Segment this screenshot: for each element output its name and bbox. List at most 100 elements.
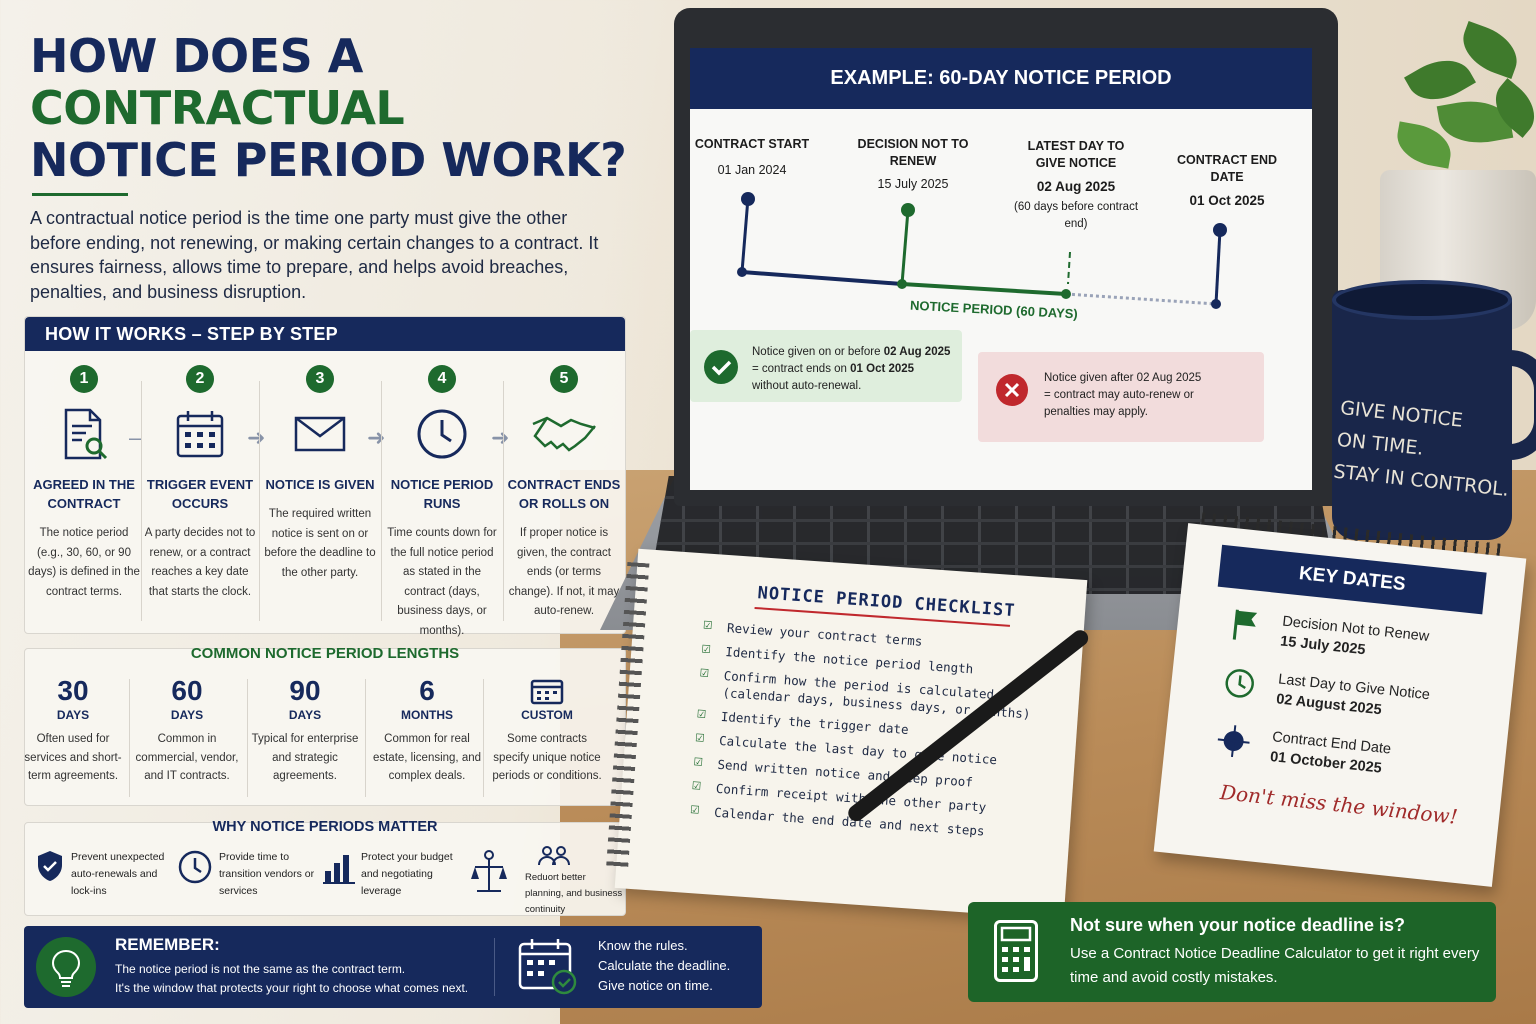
people-icon: [537, 845, 571, 870]
divider: [381, 381, 382, 621]
coffee-mug-rim: [1332, 280, 1512, 320]
step-number: 3: [306, 365, 334, 393]
step-number: 4: [428, 365, 456, 393]
good-outcome-text: Notice given on or before 02 Aug 2025 = …: [752, 344, 956, 395]
remember-line-2: It's the window that protects your right…: [115, 981, 469, 995]
title-line-1: HOW DOES A: [30, 29, 363, 83]
page-title: HOW DOES A CONTRACTUAL NOTICE PERIOD WOR…: [30, 29, 627, 187]
length-unit: CUSTOM: [521, 708, 573, 722]
clock-icon: [1222, 665, 1258, 705]
clock-icon: [177, 849, 213, 890]
coffee-mug: [1332, 290, 1512, 540]
title-line-3: NOTICE PERIOD WORK?: [30, 133, 627, 187]
good-outcome-box: Notice given on or before 02 Aug 2025 = …: [690, 330, 962, 402]
timeline-label-end: CONTRACT END DATE 01 Oct 2025: [1172, 152, 1282, 209]
timeline-graphic: [737, 192, 1227, 309]
timeline-title: CONTRACT START: [694, 137, 810, 151]
step-number: 5: [550, 365, 578, 393]
divider: [129, 679, 130, 797]
timeline-date: 15 July 2025: [877, 177, 949, 191]
step-label: NOTICE PERIOD RUNS: [390, 477, 494, 511]
timeline-label-decision: DECISION NOT TO RENEW 15 July 2025: [856, 136, 970, 193]
lengths-title: COMMON NOTICE PERIOD LENGTHS: [190, 645, 460, 662]
cta-text: Use a Contract Notice Deadline Calculato…: [1070, 945, 1480, 986]
arrow-right-icon: ➜: [247, 425, 266, 450]
divider: [259, 381, 260, 621]
divider: [503, 381, 504, 621]
calculator-cta[interactable]: Not sure when your notice deadline is? U…: [968, 902, 1496, 1002]
calendar-icon: [141, 399, 259, 469]
x-icon: [996, 374, 1028, 406]
text-part: penalties may apply.: [1044, 406, 1148, 418]
length-value: 30: [57, 675, 89, 706]
bad-outcome-box: Notice given after 02 Aug 2025 = contrac…: [978, 352, 1264, 442]
laptop-screen: EXAMPLE: 60-DAY NOTICE PERIOD CONTRACT S…: [690, 48, 1312, 490]
key-dates-title: KEY DATES: [1217, 544, 1487, 615]
length-custom: CUSTOM Some contracts specify unique not…: [491, 675, 603, 786]
length-unit: MONTHS: [401, 708, 453, 722]
divider: [494, 938, 495, 996]
document-search-icon: [25, 399, 143, 469]
why-text: Prevent unexpected auto-renewals and loc…: [71, 851, 165, 897]
remember-tip-1: Know the rules.: [598, 938, 688, 953]
text-part: = contract may auto-renew or: [1044, 389, 1194, 401]
step-1: 1 AGREED IN THE CONTRACT The notice peri…: [25, 365, 143, 602]
lightbulb-icon: [36, 937, 96, 997]
handwritten-reminder: Don't miss the window!: [1218, 780, 1459, 829]
timeline-label-latest: LATEST DAY TO GIVE NOTICE 02 Aug 2025 (6…: [1014, 138, 1138, 233]
divider: [247, 679, 248, 797]
timeline-note: (60 days before contract end): [1014, 201, 1139, 230]
step-3: 3 NOTICE IS GIVEN The required written n…: [261, 365, 379, 583]
text-part: Notice given on or before: [752, 346, 884, 358]
why-item-1: Prevent unexpected auto-renewals and loc…: [35, 849, 175, 900]
dash-icon: –: [129, 425, 142, 450]
why-item-2: Provide time to transition vendors or se…: [177, 849, 317, 900]
target-icon: [1216, 723, 1252, 763]
envelope-icon: [261, 399, 379, 469]
bad-outcome-text: Notice given after 02 Aug 2025 = contrac…: [1044, 370, 1254, 421]
why-item-4: [471, 849, 511, 902]
timeline-date: 02 Aug 2025: [1036, 179, 1116, 194]
step-number: 1: [70, 365, 98, 393]
remember-title: REMEMBER:: [115, 935, 220, 954]
step-4: 4 NOTICE PERIOD RUNS Time counts down fo…: [383, 365, 501, 641]
length-value: 90: [289, 675, 321, 706]
arrow-right-icon: ➜: [491, 425, 510, 450]
title-underline: [32, 193, 128, 196]
remember-line-1: The notice period is not the same as the…: [115, 962, 406, 976]
timeline-title: LATEST DAY TO GIVE NOTICE: [1027, 139, 1125, 170]
arrow-right-icon: ➜: [367, 425, 386, 450]
length-unit: DAYS: [288, 708, 322, 722]
text-part: 02 Aug 2025: [883, 346, 951, 358]
screen-header: EXAMPLE: 60-DAY NOTICE PERIOD: [690, 48, 1312, 109]
timeline-date: 01 Jan 2024: [717, 163, 787, 177]
length-unit: DAYS: [56, 708, 90, 722]
mug-text: GIVE NOTICE ON TIME. STAY IN CONTROL.: [1332, 392, 1517, 506]
remember-tip-3: Give notice on time.: [598, 978, 713, 993]
step-label: CONTRACT ENDS OR ROLLS ON: [507, 477, 621, 511]
why-title: WHY NOTICE PERIODS MATTER: [212, 819, 438, 835]
length-desc: Often used for services and short-term a…: [24, 733, 122, 782]
remember-tip-2: Calculate the deadline.: [598, 958, 731, 973]
length-unit: DAYS: [170, 708, 204, 722]
divider: [365, 679, 366, 797]
handshake-icon: [505, 399, 623, 469]
remember-tips: Know the rules. Calculate the deadline. …: [598, 936, 730, 996]
check-icon: [704, 350, 738, 384]
step-desc: The required written notice is sent on o…: [264, 508, 376, 579]
text-part: Notice given after 02 Aug 2025: [1044, 372, 1202, 384]
length-6-months: 6 MONTHS Common for real estate, licensi…: [371, 675, 483, 786]
step-label: TRIGGER EVENT OCCURS: [146, 477, 254, 511]
cta-title: Not sure when your notice deadline is?: [1070, 915, 1406, 935]
checklist-notebook: NOTICE PERIOD CHECKLIST Review your cont…: [605, 548, 1088, 920]
shield-icon: [35, 849, 65, 888]
length-desc: Typical for enterprise and strategic agr…: [251, 733, 359, 782]
length-90: 90 DAYS Typical for enterprise and strat…: [249, 675, 361, 786]
why-text: Reduort better planning, and business co…: [525, 872, 623, 915]
calendar-check-icon: [518, 938, 578, 1001]
length-value: 60: [171, 675, 203, 706]
